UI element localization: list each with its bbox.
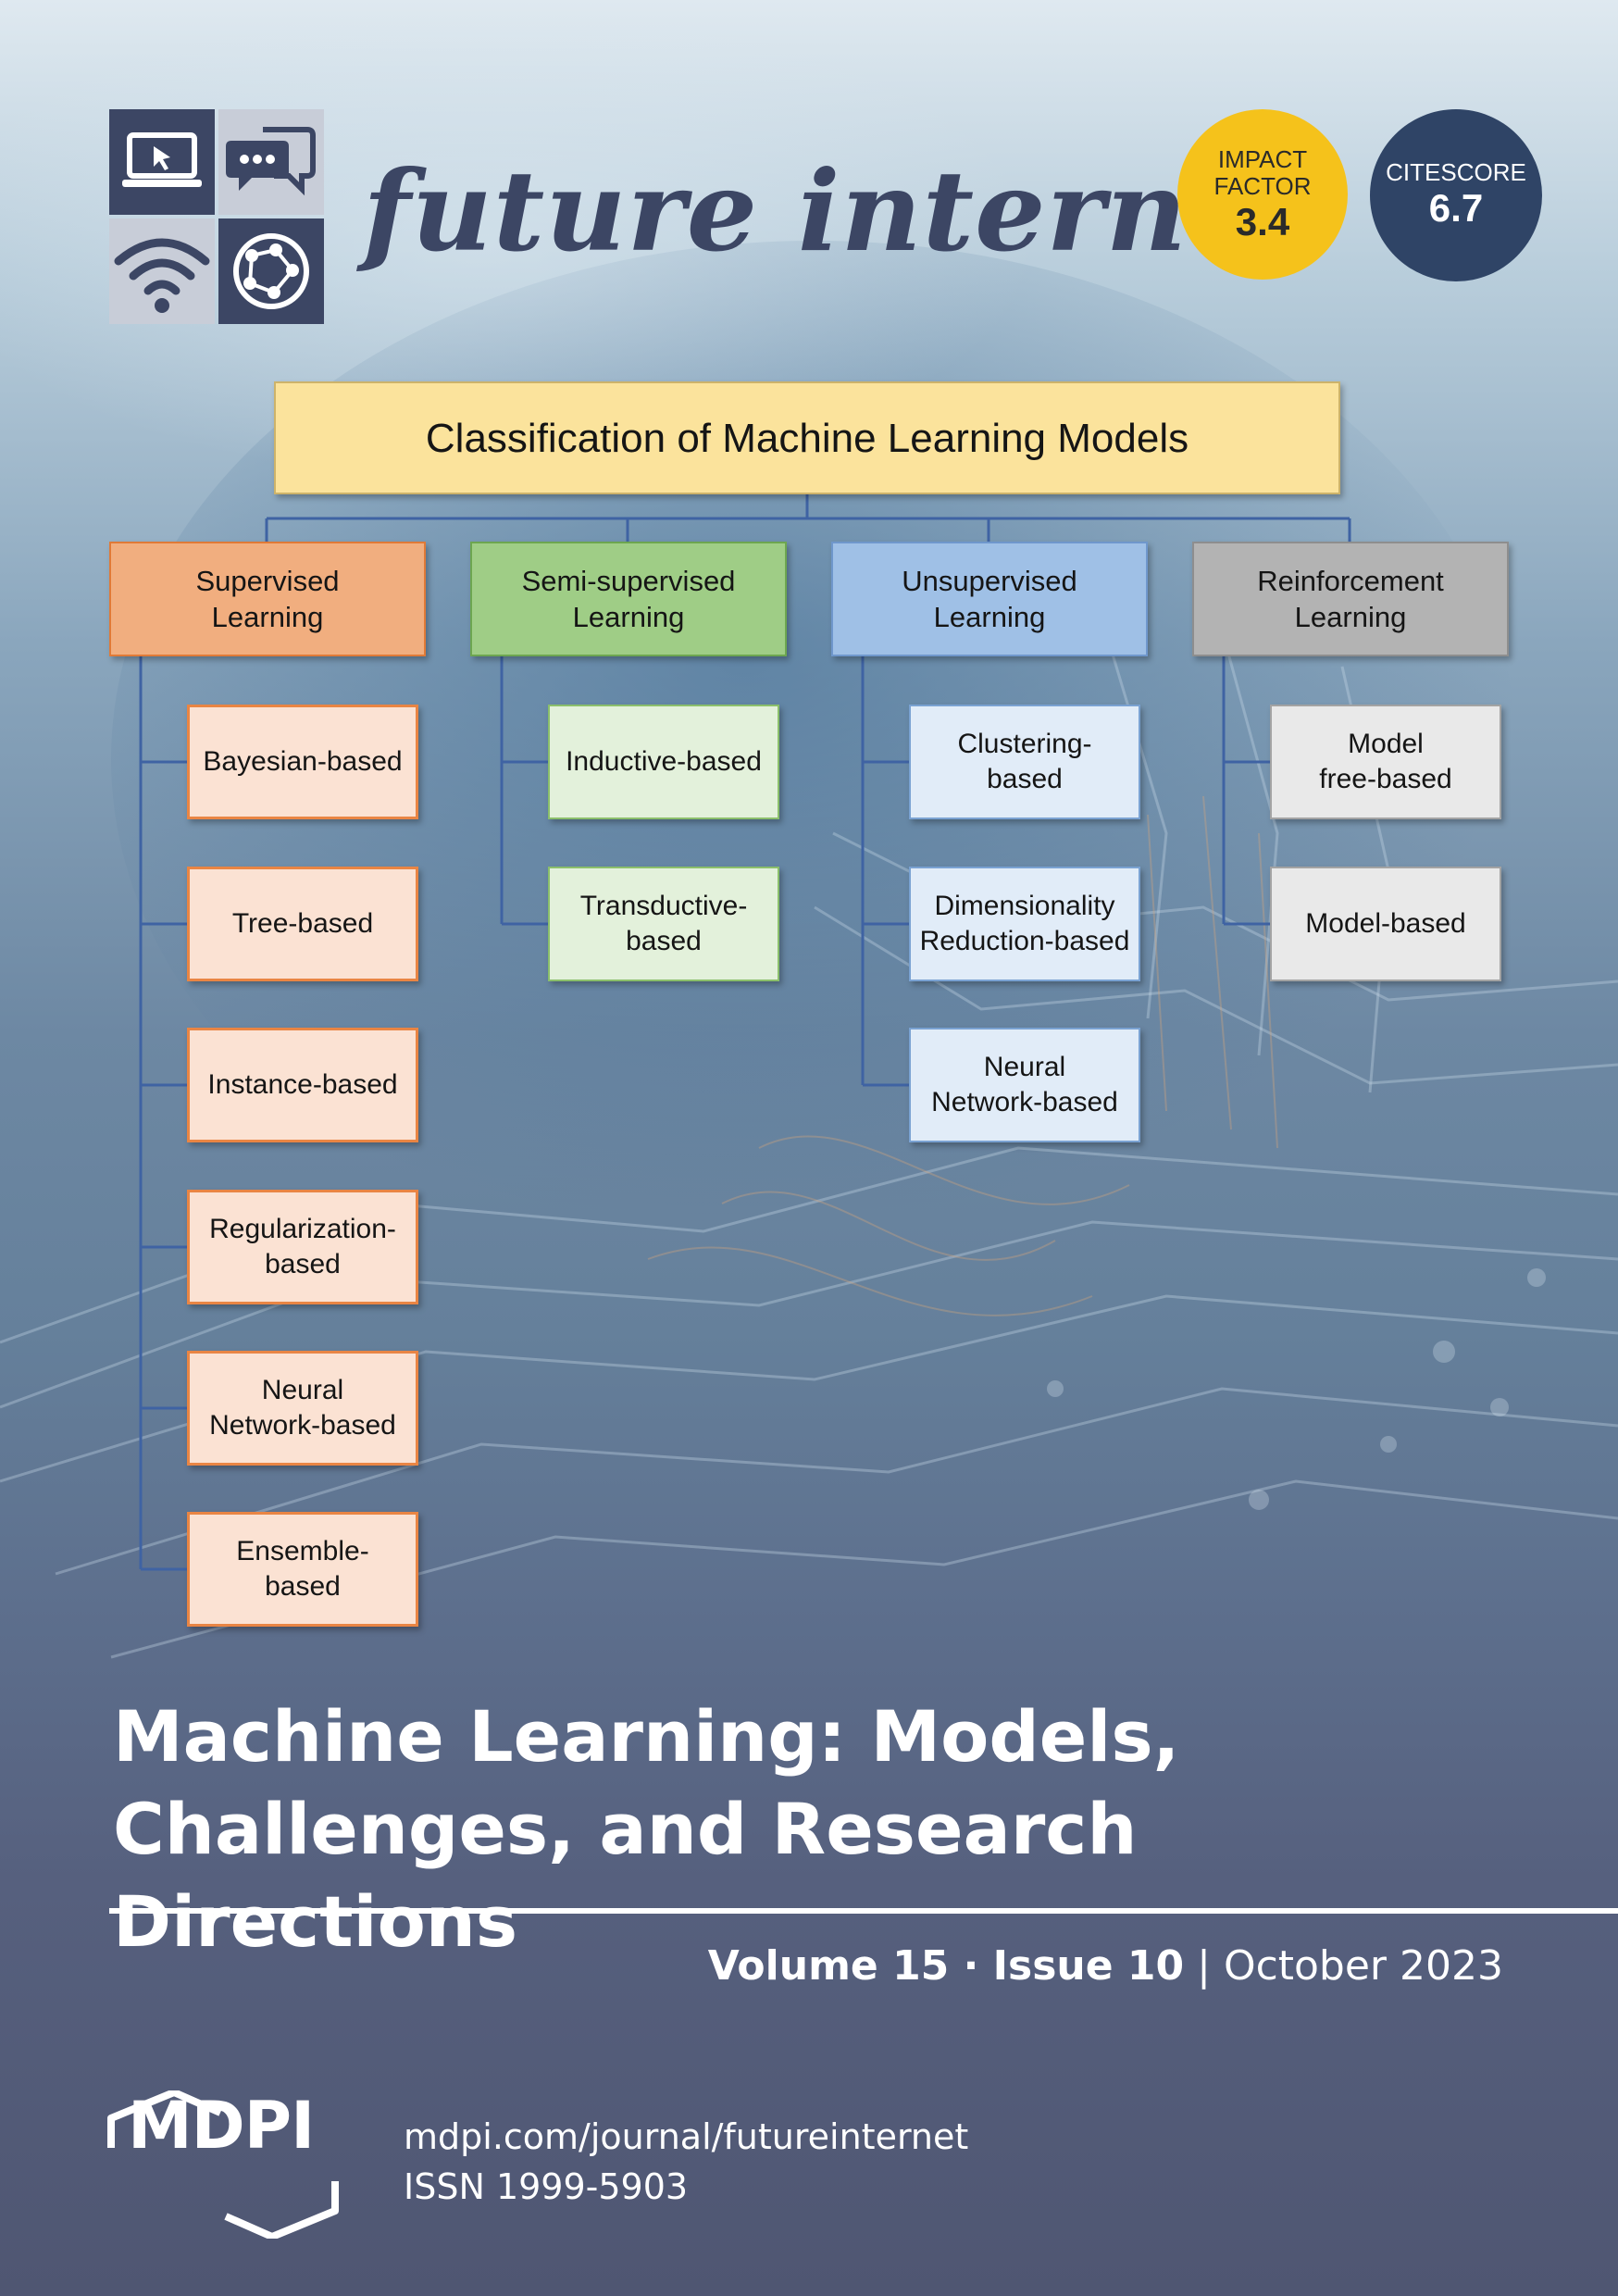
title-divider <box>109 1908 1618 1914</box>
leaf-transductive-based: Transductive- based <box>548 867 779 981</box>
leaf-ensemble-based: Ensemble- based <box>187 1512 418 1627</box>
category-supervised-learning: Supervised Learning <box>109 542 426 656</box>
diagram-connectors <box>139 494 1351 1571</box>
mdpi-wordmark: MDPI <box>128 2088 315 2164</box>
leaf-neural-network-based-supervised: Neural Network-based <box>187 1351 418 1466</box>
leaf-bayesian-based: Bayesian-based <box>187 705 418 819</box>
issue-info: Volume 15 · Issue 10 | October 2023 <box>708 1942 1503 1990</box>
issue-separator: · <box>949 1942 993 1990</box>
chat-icon <box>218 109 324 215</box>
volume-number: Volume 15 <box>707 1942 950 1990</box>
leaf-model-free-based: Model free-based <box>1270 705 1501 819</box>
wifi-icon <box>109 218 215 324</box>
category-unsupervised-learning: Unsupervised Learning <box>831 542 1148 656</box>
leaf-model-based: Model-based <box>1270 867 1501 981</box>
diagram-root-node: Classification of Machine Learning Model… <box>274 381 1340 494</box>
impact-factor-value: 3.4 <box>1235 200 1290 243</box>
leaf-tree-based: Tree-based <box>187 867 418 981</box>
journal-url-link[interactable]: mdpi.com/journal/futureinternet <box>404 2116 969 2157</box>
category-semi-supervised-learning: Semi-supervised Learning <box>470 542 787 656</box>
citescore-value: 6.7 <box>1428 186 1484 230</box>
category-reinforcement-learning: Reinforcement Learning <box>1192 542 1509 656</box>
impact-factor-label-line2: FACTOR <box>1214 172 1312 200</box>
issue-date: October 2023 <box>1223 1942 1503 1990</box>
issue-divider: | <box>1184 1942 1224 1990</box>
issue-number: Issue 10 <box>992 1942 1185 1990</box>
leaf-instance-based: Instance-based <box>187 1028 418 1142</box>
mdpi-hexagon-logo-icon <box>107 2090 339 2239</box>
globe-network-icon <box>218 218 324 324</box>
laptop-icon <box>109 109 215 215</box>
leaf-inductive-based: Inductive-based <box>548 705 779 819</box>
issn-number: ISSN 1999-5903 <box>404 2166 689 2207</box>
citescore-badge: CITESCORE 6.7 <box>1370 109 1542 281</box>
impact-factor-badge: IMPACT FACTOR 3.4 <box>1177 109 1348 280</box>
leaf-clustering-based: Clustering- based <box>909 705 1140 819</box>
impact-factor-label-line1: IMPACT <box>1217 145 1308 173</box>
leaf-regularization-based: Regularization- based <box>187 1190 418 1304</box>
journal-title: future internet <box>363 146 1312 277</box>
leaf-dimensionality-reduction-based: Dimensionality Reduction-based <box>909 867 1140 981</box>
citescore-label: CITESCORE <box>1386 158 1526 186</box>
article-title: Machine Learning: Models, Challenges, an… <box>113 1695 1180 1963</box>
leaf-neural-network-based-unsupervised: Neural Network-based <box>909 1028 1140 1142</box>
